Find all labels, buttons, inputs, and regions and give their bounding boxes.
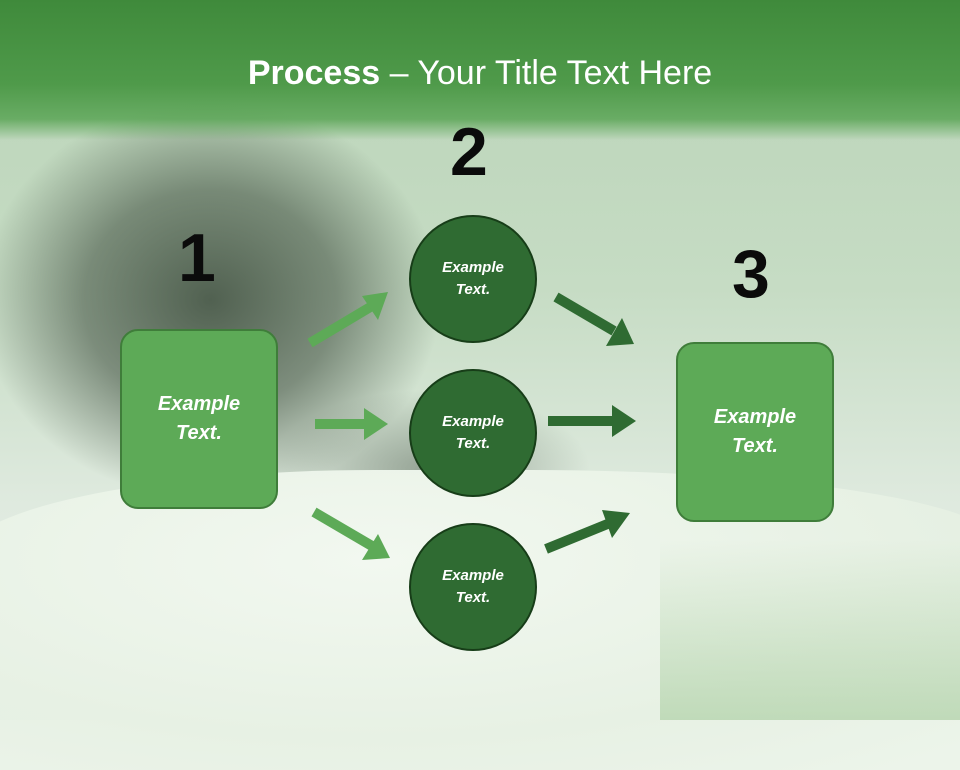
step-number-2: 2 [450, 114, 488, 190]
arrow-left-to-bottom [311, 507, 390, 560]
header-band [0, 0, 960, 140]
title-rest: – Your Title Text Here [380, 54, 713, 92]
circle-bottom-line1: Example [442, 566, 504, 584]
circle-top-line1: Example [442, 258, 504, 276]
arrow-top-to-right [553, 292, 634, 346]
arrows-layer [307, 292, 636, 560]
arrow-middle-to-right [548, 405, 636, 437]
right-box-line1: Example [713, 406, 797, 428]
left-box-line1: Example [157, 393, 241, 415]
circle-middle-line2: Text. [455, 435, 491, 452]
right-box-line2: Text. [732, 435, 778, 457]
left-box-line2: Text. [176, 422, 222, 444]
circle-bottom-line2: Text. [455, 589, 491, 606]
background-grass [660, 540, 960, 720]
arrow-left-to-top [307, 292, 388, 348]
circle-middle-line1: Example [442, 412, 504, 430]
arrow-bottom-to-right [544, 510, 630, 554]
title-bold: Process [247, 54, 381, 92]
arrow-left-to-middle [315, 408, 388, 440]
circle-top-line2: Text. [455, 281, 491, 298]
slide-title: Process – Your Title Text Here [0, 54, 960, 93]
step-number-1: 1 [178, 220, 216, 296]
step-number-3: 3 [732, 236, 770, 312]
